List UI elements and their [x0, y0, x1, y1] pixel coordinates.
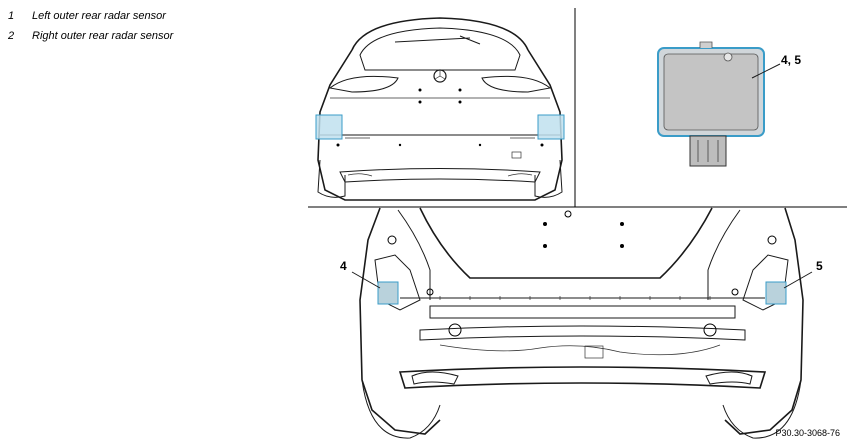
- legend: 1 Left outer rear radar sensor 2 Right o…: [8, 6, 173, 46]
- sensor-module-illustration: 4, 5: [657, 41, 801, 167]
- right-radar-sensor: [765, 281, 787, 305]
- legend-item-2: 2 Right outer rear radar sensor: [8, 26, 173, 46]
- legend-item-1: 1 Left outer rear radar sensor: [8, 6, 173, 26]
- legend-number: 1: [8, 10, 15, 22]
- callout-left-sensor: 4: [340, 259, 347, 273]
- left-sensor-highlight: [315, 114, 343, 140]
- callout-right-sensor: 5: [816, 259, 823, 273]
- left-radar-sensor: [377, 281, 399, 305]
- callout-sensor-module: 4, 5: [781, 53, 801, 67]
- right-sensor-highlight: [537, 114, 565, 140]
- legend-number: 2: [8, 30, 15, 42]
- bumper-removed-view: 4 5: [340, 207, 823, 439]
- car-rear-view: [315, 17, 565, 201]
- legend-label: Left outer rear radar sensor: [32, 10, 166, 22]
- legend-label: Right outer rear radar sensor: [32, 30, 174, 42]
- reference-code: P30.30-3068-76: [775, 428, 840, 438]
